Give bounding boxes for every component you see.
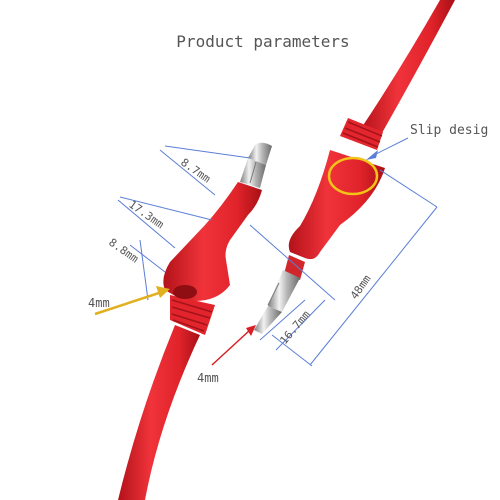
dim-48-label: 48mm <box>348 272 374 301</box>
red-arrow <box>211 325 256 366</box>
dim-8-8-label: 8.8mm <box>106 236 141 266</box>
left-socket-hole <box>173 285 197 299</box>
page-title: Product parameters <box>176 32 349 51</box>
left-cable <box>118 325 200 500</box>
left-strain-relief <box>170 295 215 335</box>
right-banana-pin <box>254 255 305 334</box>
right-plug-body <box>288 150 385 260</box>
slip-design-label: Slip desig <box>410 123 488 138</box>
dim-8-7-label: 8.7mm <box>178 156 213 186</box>
right-strain-relief <box>340 118 383 150</box>
slip-design-circle <box>327 156 379 196</box>
dim-4mm-bottom-label: 4mm <box>197 371 219 385</box>
dim-4mm-left-label: 4mm <box>88 296 110 310</box>
yellow-arrow <box>94 286 170 316</box>
dim-17-3-label: 17.3mm <box>126 198 166 232</box>
dimension-lines <box>117 137 438 367</box>
right-cable <box>360 0 455 140</box>
left-plug-body <box>163 182 262 301</box>
slip-arrowhead <box>366 150 378 160</box>
left-banana-pin <box>240 142 272 188</box>
dim-16-7-label: 16.7mm <box>277 308 313 347</box>
